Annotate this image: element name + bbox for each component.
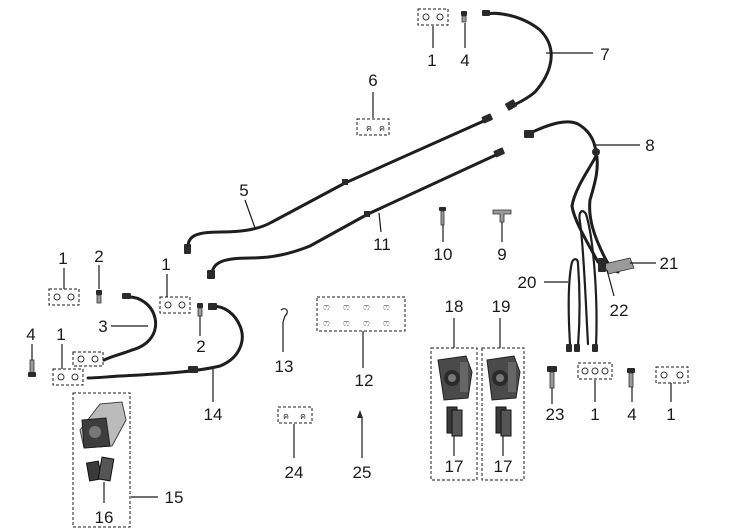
washer-set-hose3 (72, 351, 104, 367)
bracket-21 (603, 257, 635, 275)
pads-17a (446, 406, 463, 437)
washer-set-mid (159, 296, 191, 314)
washer-set-right-b (655, 366, 689, 384)
bolt-top (461, 11, 467, 23)
pads-16 (85, 456, 115, 482)
callout-bolt-23: 23 (546, 405, 565, 424)
callout-washer-set-right-a: 1 (590, 405, 599, 424)
callout-joint-22: 22 (610, 301, 629, 320)
svg-text:ෆ: ෆ (363, 302, 370, 313)
callout-washer-set-top: 1 (427, 51, 436, 70)
caliper-19 (486, 355, 521, 401)
svg-text:ෆ: ෆ (363, 318, 370, 329)
callout-washer-set-right-b: 1 (666, 405, 675, 424)
callout-caliper-19: 19 (492, 297, 511, 316)
callout-bracket-21: 21 (660, 254, 679, 273)
svg-text:ෆ: ෆ (343, 302, 350, 313)
svg-text:ෆ: ෆ (383, 318, 390, 329)
svg-text:ෆ: ෆ (383, 302, 390, 313)
hose-14 (86, 303, 244, 380)
svg-text:ෆ: ෆ (323, 302, 330, 313)
callout-hose-5: 5 (239, 181, 248, 200)
washer-set-right-a (577, 362, 613, 380)
pads-17b (495, 406, 512, 437)
callout-hose-11: 11 (373, 235, 391, 254)
callout-caliper-assy-15: 15 (165, 488, 184, 507)
callout-hose-20: 20 (518, 273, 537, 292)
callout-pads-16: 16 (95, 508, 114, 527)
callout-clip-set-24: 24 (285, 463, 304, 482)
callout-clip-13: 13 (275, 357, 294, 376)
callout-labels: 1 4 7 6 8 5 11 10 9 1 2 1 3 2 4 1 14 13 … (26, 45, 678, 527)
clip-25 (357, 410, 363, 418)
hose-7 (482, 10, 553, 111)
callout-pads-17a: 17 (445, 457, 464, 476)
callout-washer-set-low: 1 (56, 325, 65, 344)
svg-text:ෆ: ෆ (343, 318, 350, 329)
callout-bolt-10: 10 (434, 245, 453, 264)
joint-22 (598, 258, 606, 272)
callout-clip-25: 25 (353, 463, 372, 482)
callout-bolt-left-2: 2 (94, 247, 103, 266)
callout-tee-9: 9 (497, 245, 506, 264)
hose-20 (566, 210, 598, 352)
hose-5 (184, 113, 493, 254)
callout-clip-set-12: 12 (355, 371, 374, 390)
hose-3 (102, 293, 158, 362)
svg-text:ฅ: ฅ (379, 124, 385, 134)
washer-set-left (48, 288, 80, 306)
bolt-10 (439, 207, 446, 226)
svg-text:ฅ: ฅ (283, 412, 289, 422)
caliper-group-19-17 (481, 347, 525, 481)
callout-washer-set-mid: 1 (161, 255, 170, 274)
washer-set-low (52, 368, 84, 386)
callout-bolt-left-4: 4 (26, 325, 35, 344)
bolt-left-2 (96, 290, 102, 304)
callout-bolt-right-4: 4 (627, 405, 636, 424)
clip-13 (280, 308, 288, 323)
callout-bolt-mid-2: 2 (196, 337, 205, 356)
callout-pads-17b: 17 (494, 457, 513, 476)
svg-text:ฅ: ฅ (300, 412, 306, 422)
leader-lines (31, 23, 672, 503)
callout-clip-set-6: 6 (368, 71, 377, 90)
callout-hose-14: 14 (204, 405, 223, 424)
svg-text:ฅ: ฅ (366, 124, 372, 134)
callout-bolt-top: 4 (460, 51, 469, 70)
bolt-23 (547, 366, 557, 389)
caliper-assy-15 (72, 392, 131, 528)
callout-caliper-18: 18 (445, 297, 464, 316)
svg-text:ෆ: ෆ (323, 318, 330, 329)
callout-washer-set-left: 1 (58, 249, 67, 268)
bolt-mid-2 (197, 303, 203, 317)
bolt-left-4 (28, 359, 36, 377)
clip-set-6: ฅ ฅ (356, 118, 390, 136)
caliper-18 (437, 355, 473, 401)
bolt-right-4 (627, 368, 635, 388)
clip-set-24: ฅ ฅ (277, 406, 313, 424)
callout-hose-3: 3 (98, 317, 107, 336)
callout-hose-7: 7 (600, 45, 609, 64)
callout-hose-8: 8 (645, 136, 654, 155)
hose-11 (207, 147, 505, 279)
tee-9 (492, 209, 512, 223)
washer-set-top (417, 8, 449, 26)
